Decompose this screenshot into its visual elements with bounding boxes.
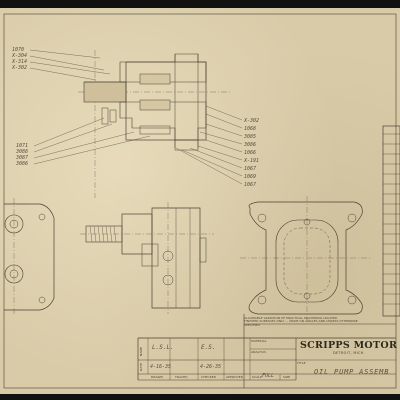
technical-drawing: 1070 X-304 X-314 X-302 1071 3088 3087 30… <box>3 13 400 389</box>
drawing-title: OIL PUMP ASSEMB <box>314 368 390 376</box>
scale-value: FULL <box>262 373 275 379</box>
drawn-label: DRAWN <box>151 375 163 379</box>
callout-right-1: X-302 <box>243 118 259 124</box>
callout-right-6: X-191 <box>243 158 259 164</box>
scale-label: SCALE <box>252 375 263 379</box>
callout-mid-4: 3086 <box>15 161 28 167</box>
callout-right-7: 1067 <box>244 166 256 172</box>
material-label: MATERIAL <box>251 339 267 343</box>
sectional-view <box>29 49 243 198</box>
callout-right-3: 3085 <box>243 134 256 140</box>
traced-label: TRACED <box>175 375 188 379</box>
tolerance-note: ALLOWABLE VARIATION OF PRACTICAL MACHINI… <box>244 316 358 327</box>
checked-name: E.S. <box>201 344 216 351</box>
approved-label: APPROVED <box>226 375 244 379</box>
callout-top-1: 1070 <box>12 47 24 53</box>
callout-right-9: 1067 <box>244 182 256 188</box>
callout-mid-1: 1071 <box>16 143 28 149</box>
company-name: SCRIPPS MOTOR <box>300 340 398 351</box>
callout-top-2: X-304 <box>11 53 27 59</box>
callout-right-8: 1069 <box>244 174 256 180</box>
callout-mid-2: 3088 <box>15 149 28 155</box>
side-view <box>80 202 214 314</box>
callout-top-3: X-314 <box>11 59 27 65</box>
title-label: TITLE <box>297 361 306 365</box>
date-row-label: DATE <box>139 362 143 371</box>
name-row-label: NAME <box>139 346 143 356</box>
drawn-name: L.S.L. <box>152 344 174 351</box>
company-city: DETROIT, MICH <box>333 351 364 355</box>
revision-block <box>382 125 400 317</box>
end-view-right <box>240 196 372 320</box>
checked-date: 4-26-35 <box>200 364 222 370</box>
callout-top-4: X-302 <box>11 65 27 71</box>
drawn-date: 4-16-35 <box>150 364 172 370</box>
end-view-left <box>4 198 55 316</box>
callout-right-4: 3086 <box>243 142 256 148</box>
checked-label: CHECKED <box>201 375 217 379</box>
size-label: SIZE <box>283 375 291 379</box>
drawing-sheet: 1070 X-304 X-314 X-302 1071 3088 3087 30… <box>0 8 400 394</box>
callout-right-2: 1068 <box>244 126 256 132</box>
title-block-frame <box>137 314 396 388</box>
sheet-border <box>3 13 397 389</box>
callout-mid-3: 3087 <box>15 155 28 161</box>
callout-right-5: 1066 <box>244 150 256 156</box>
analysis-label: ANALYSIS <box>251 350 266 354</box>
